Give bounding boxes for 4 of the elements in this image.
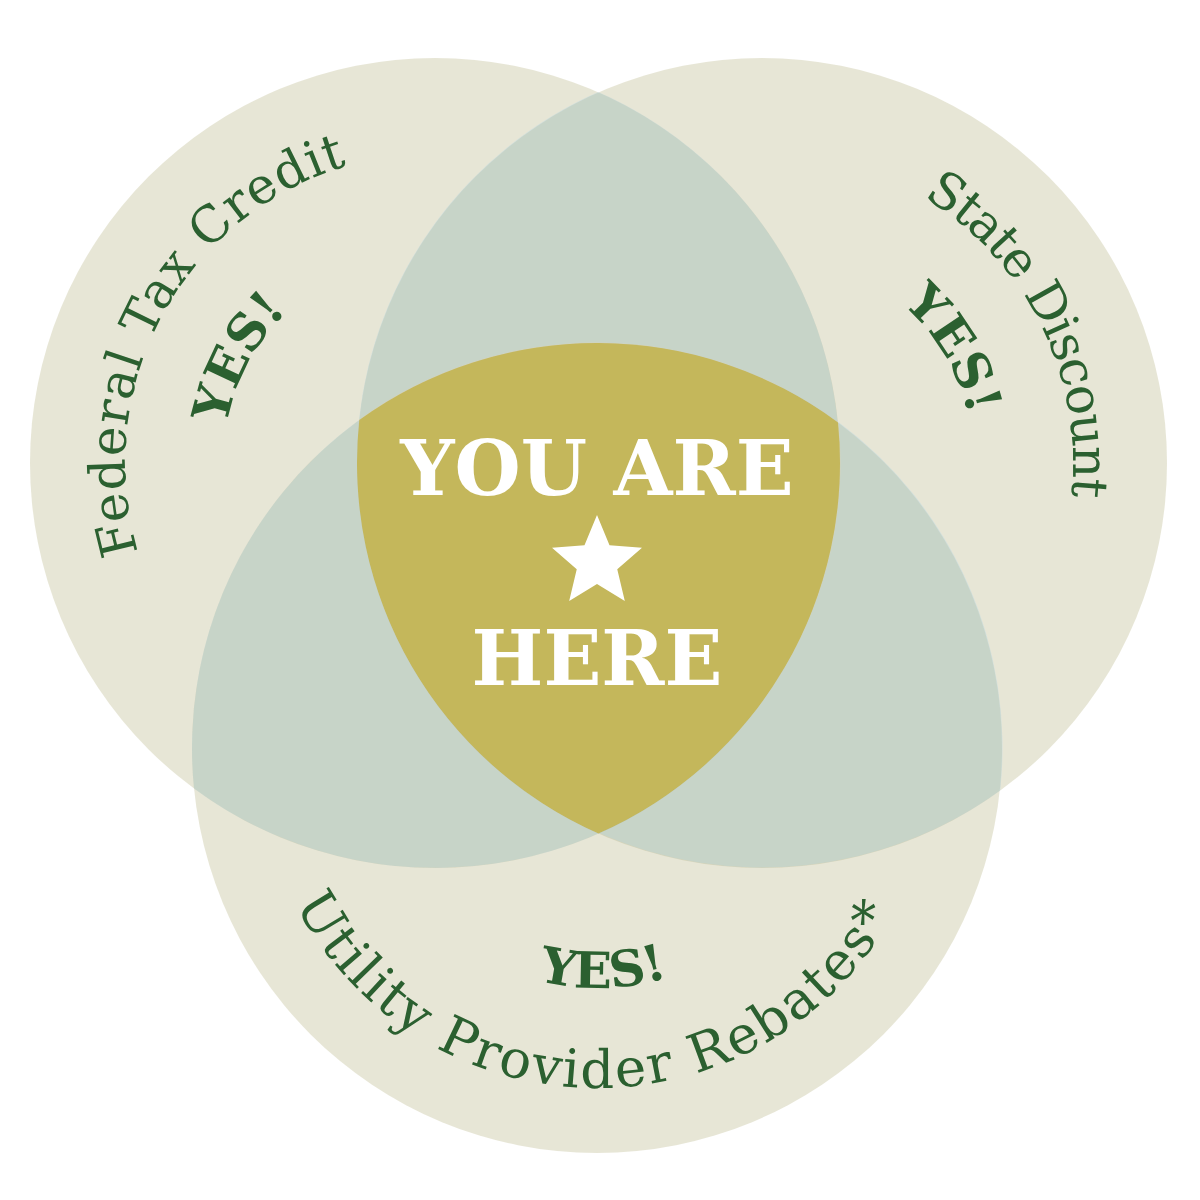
- overlap-region: [359, 92, 838, 423]
- center-region: [357, 343, 840, 834]
- center-label: YOU ARE: [400, 431, 794, 507]
- center-label: HERE: [471, 621, 723, 697]
